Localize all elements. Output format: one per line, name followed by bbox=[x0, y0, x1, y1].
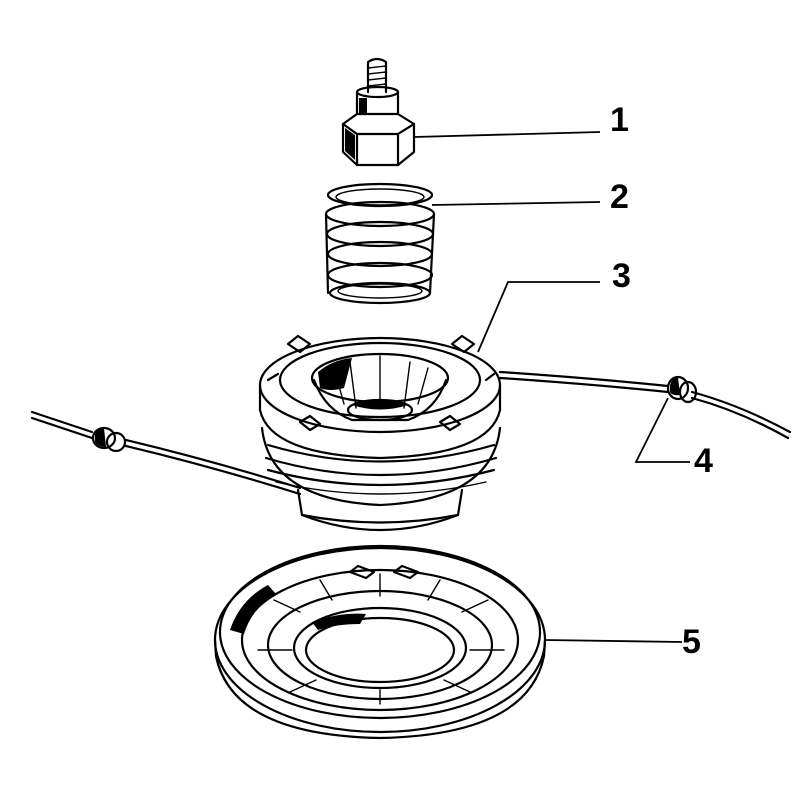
leader-5 bbox=[544, 639, 683, 643]
leader-3 bbox=[477, 281, 600, 353]
spool bbox=[258, 334, 502, 532]
leader-4 bbox=[634, 397, 690, 463]
callout-5: 5 bbox=[682, 623, 701, 661]
cutting-line bbox=[30, 370, 792, 496]
callout-4: 4 bbox=[694, 442, 713, 480]
callout-1: 1 bbox=[610, 101, 629, 139]
callout-2: 2 bbox=[610, 178, 629, 216]
leader-2 bbox=[431, 201, 601, 206]
cover bbox=[213, 544, 547, 740]
leader-1 bbox=[413, 131, 601, 138]
callout-3: 3 bbox=[612, 257, 631, 295]
spring bbox=[324, 182, 436, 305]
bolt bbox=[341, 57, 416, 167]
